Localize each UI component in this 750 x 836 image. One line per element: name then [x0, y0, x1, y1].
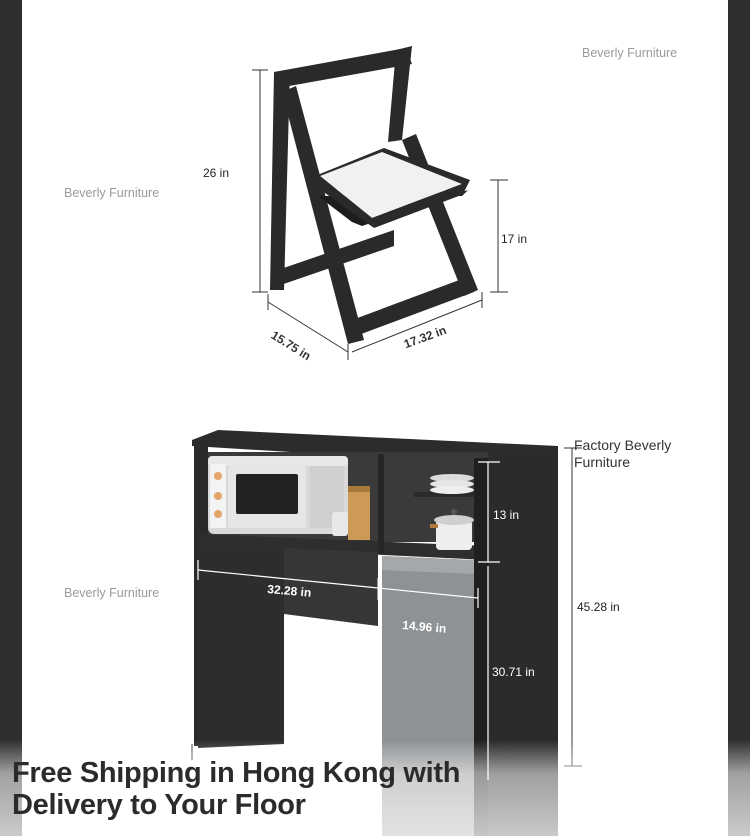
watermark-text: Beverly Furniture	[64, 186, 160, 200]
watermark-text: Beverly Furniture	[64, 586, 160, 600]
factory-watermark-line: Furniture	[574, 454, 631, 470]
cabinet-illustration	[191, 430, 582, 836]
factory-watermark: Factory Beverly Furniture	[574, 437, 671, 471]
cabinet-lower-height-label: 30.71 in	[492, 665, 535, 679]
watermark-text: Beverly Furniture	[582, 46, 678, 60]
banner-line: Free Shipping in Hong Kong with	[12, 757, 461, 789]
chair-height-label: 26 in	[203, 166, 230, 180]
banner-line: Delivery to Your Floor	[12, 789, 306, 821]
chair-illustration	[252, 46, 508, 360]
cabinet-shelf-height-label: 13 in	[493, 508, 520, 522]
cabinet-total-height-label: 45.28 in	[577, 600, 620, 614]
factory-watermark-line: Factory Beverly	[574, 437, 672, 453]
chair-seat-height-label: 17 in	[501, 232, 528, 246]
product-image: Beverly Furniture Beverly Furniture Beve…	[22, 0, 728, 836]
shipping-banner: Free Shipping in Hong Kong with Delivery…	[0, 740, 750, 836]
